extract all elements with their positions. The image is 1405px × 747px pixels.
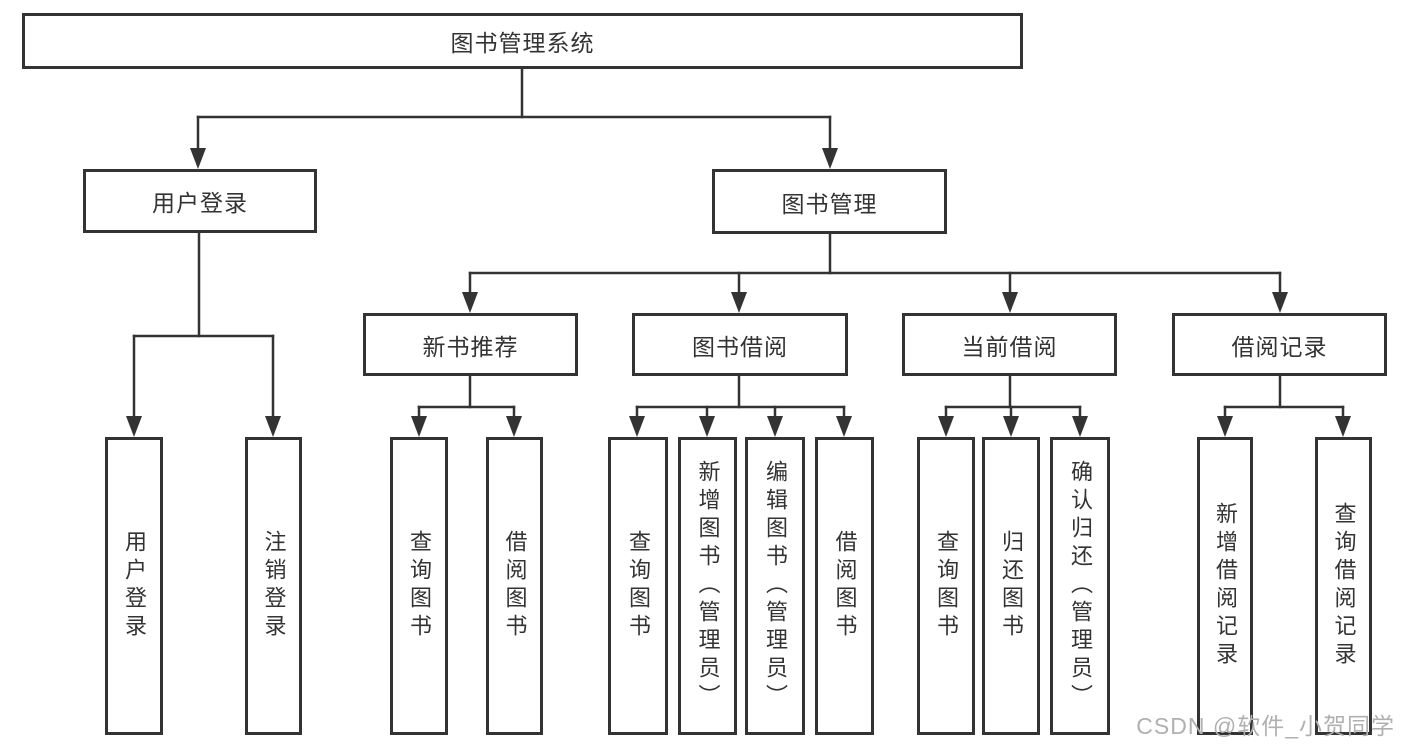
node-label-current-borrow: 当前借阅	[961, 333, 1058, 360]
node-leaf-confirm-return: 确认归还（管理员）	[1050, 437, 1110, 735]
connector-new-book-to-leaves	[411, 374, 522, 437]
node-root: 图书管理系统	[22, 13, 1023, 69]
arrowhead-icon	[822, 148, 838, 169]
arrowhead-icon	[767, 416, 783, 437]
node-leaf-edit-book: 编辑图书（管理员）	[745, 437, 805, 735]
watermark-text: CSDN @软件_小贺同学	[1136, 713, 1395, 739]
arrowhead-icon	[411, 416, 427, 437]
node-book-management: 图书管理	[712, 169, 947, 234]
node-book-borrow: 图书借阅	[632, 313, 848, 376]
node-label-leaf-user-login: 用户登录	[122, 530, 147, 642]
node-leaf-return-book: 归还图书	[982, 437, 1040, 735]
arrowhead-icon	[699, 416, 715, 437]
node-label-book-borrow: 图书借阅	[692, 333, 788, 360]
arrowhead-icon	[1217, 416, 1233, 437]
node-leaf-query-record: 查询借阅记录	[1315, 437, 1372, 735]
arrowhead-icon	[938, 416, 954, 437]
node-leaf-borrow-book-2: 借阅图书	[815, 437, 874, 735]
node-label-book-management: 图书管理	[781, 190, 878, 217]
node-label-leaf-query-book-3: 查询图书	[934, 530, 959, 642]
node-leaf-add-book: 新增图书（管理员）	[678, 437, 737, 735]
node-label-leaf-logout: 注销登录	[261, 530, 287, 642]
node-leaf-query-book-3: 查询图书	[917, 437, 975, 735]
arrowhead-icon	[1072, 416, 1088, 437]
connector-book-mgmt-to-level3	[462, 232, 1288, 313]
arrowhead-icon	[1335, 416, 1351, 437]
node-label-leaf-query-book-2: 查询图书	[626, 530, 651, 642]
arrowhead-icon	[1003, 416, 1019, 437]
node-label-borrow-records: 借阅记录	[1231, 333, 1328, 360]
node-leaf-user-login: 用户登录	[105, 437, 163, 735]
connector-root-to-level2	[190, 64, 838, 169]
node-borrow-records: 借阅记录	[1172, 313, 1387, 376]
node-user-login: 用户登录	[83, 169, 317, 233]
node-label-user-login: 用户登录	[152, 190, 248, 216]
node-label-leaf-query-record: 查询借阅记录	[1331, 502, 1357, 670]
arrowhead-icon	[731, 292, 747, 313]
node-label-root: 图书管理系统	[450, 30, 595, 56]
node-label-leaf-return-book: 归还图书	[999, 530, 1024, 642]
node-label-leaf-confirm-return: 确认归还（管理员）	[1068, 460, 1093, 712]
arrowhead-icon	[1272, 292, 1288, 313]
node-label-leaf-add-book: 新增图书（管理员）	[695, 460, 721, 712]
connector-book-borrow-to-leaves	[629, 374, 852, 437]
arrowhead-icon	[506, 416, 522, 437]
connector-user-login-to-leaves	[126, 231, 281, 437]
node-label-new-book-recommend: 新书推荐	[422, 333, 519, 360]
node-label-leaf-borrow-book-2: 借阅图书	[832, 530, 858, 642]
connector-records-to-leaves	[1217, 374, 1351, 437]
arrowhead-icon	[1002, 292, 1018, 313]
node-label-leaf-query-book-1: 查询图书	[407, 530, 432, 642]
node-new-book-recommend: 新书推荐	[363, 313, 578, 376]
arrowhead-icon	[462, 292, 478, 313]
node-leaf-query-book-1: 查询图书	[390, 437, 448, 735]
node-label-leaf-borrow-book-1: 借阅图书	[502, 530, 528, 642]
node-label-leaf-edit-book: 编辑图书（管理员）	[763, 460, 788, 712]
node-current-borrow: 当前借阅	[902, 313, 1117, 376]
node-leaf-logout: 注销登录	[245, 437, 302, 735]
arrowhead-icon	[190, 148, 206, 169]
connector-current-borrow-to-leaves	[938, 374, 1088, 437]
arrowhead-icon	[265, 416, 281, 437]
arrowhead-icon	[629, 416, 645, 437]
node-leaf-query-book-2: 查询图书	[608, 437, 668, 735]
arrowhead-icon	[836, 416, 852, 437]
node-label-leaf-add-record: 新增借阅记录	[1213, 502, 1238, 670]
node-leaf-borrow-book-1: 借阅图书	[486, 437, 543, 735]
node-leaf-add-record: 新增借阅记录	[1197, 437, 1253, 735]
arrowhead-icon	[126, 416, 142, 437]
